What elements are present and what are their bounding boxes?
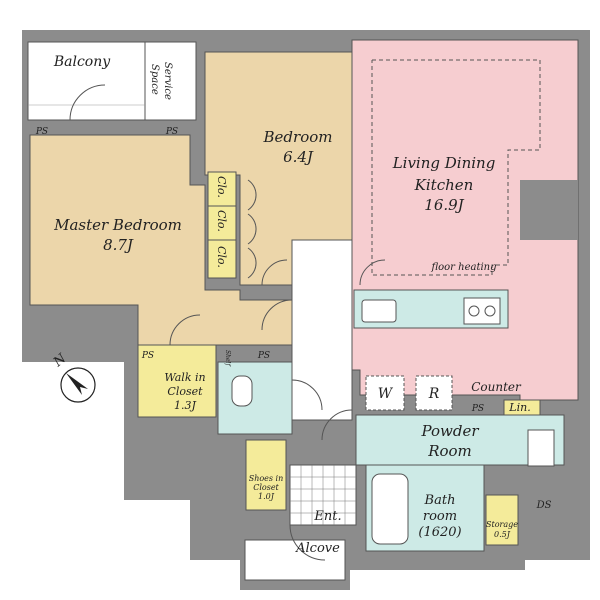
shoes-closet-label-1: Shoes in [249,474,284,483]
closet-label-3: Clo. [215,246,228,268]
walk-in-closet-floor [137,344,217,418]
master-bedroom-label: Master Bedroom [53,216,182,234]
shoes-closet-floor [245,439,287,511]
bathroom-size: (1620) [418,525,461,540]
ds-label: DS [536,500,552,511]
walk-in-closet-label-1: Walk in [164,371,205,384]
refrigerator-space [415,375,453,411]
toilet-room [217,361,293,435]
closet-label-1: Clo. [215,176,228,198]
shoes-closet-label-2: Closet [253,483,279,492]
ldk-label-1: Living Dining [392,154,496,172]
refrigerator-label: R [428,386,440,402]
storage-label: Storage [486,520,518,529]
balcony-label: Balcony [53,54,111,70]
service-space-label-2: Space [149,64,160,95]
kitchen-sink [361,299,397,323]
powder-room-label-2: Room [427,442,472,460]
bathroom-label-2: room [423,509,457,524]
entrance-label: Ent. [313,509,341,524]
bedroom-size: 6.4J [283,148,314,166]
powder-room-label-1: Powder [420,422,479,440]
alcove-floor [244,539,346,581]
lin-closet [503,399,541,416]
door-swings [69,84,386,561]
bathroom-label-1: Bath [424,493,456,508]
closet-3 [207,239,237,279]
ldk-size: 16.9J [424,196,464,214]
ps-label-2: PS [165,127,178,137]
master-bedroom-floor [29,134,293,346]
kitchen-stove [463,297,501,325]
linen-label: Lin. [508,401,530,414]
ps-label-1: PS [35,127,48,137]
ps-label-5: PS [471,404,484,414]
storage-size: 0.5J [494,530,511,539]
balcony-area [27,41,197,121]
counter-label: Counter [471,380,522,394]
shelf-label: Shelf [224,350,231,367]
ps-label-4: PS [257,351,270,361]
bathtub [371,473,409,545]
floor-heating-label: floor heating [430,262,496,273]
washer-space [365,375,405,411]
ldk-label-2: Kitchen [414,176,474,194]
storage-floor [485,494,519,546]
ps-label-3: PS [141,351,154,361]
walk-in-closet-label-2: Closet [167,385,203,398]
master-bedroom-size: 8.7J [103,236,134,254]
closet-label-2: Clo. [215,210,228,232]
alcove-label: Alcove [295,541,340,556]
service-space-label-1: Service [162,62,173,100]
bedroom-label: Bedroom [263,128,333,146]
corridor [291,239,353,421]
shoes-closet-size: 1.0J [258,492,275,501]
washer-label: W [378,386,394,402]
walk-in-closet-size: 1.3J [174,399,196,412]
closet-2 [207,205,237,241]
closet-1 [207,171,237,207]
